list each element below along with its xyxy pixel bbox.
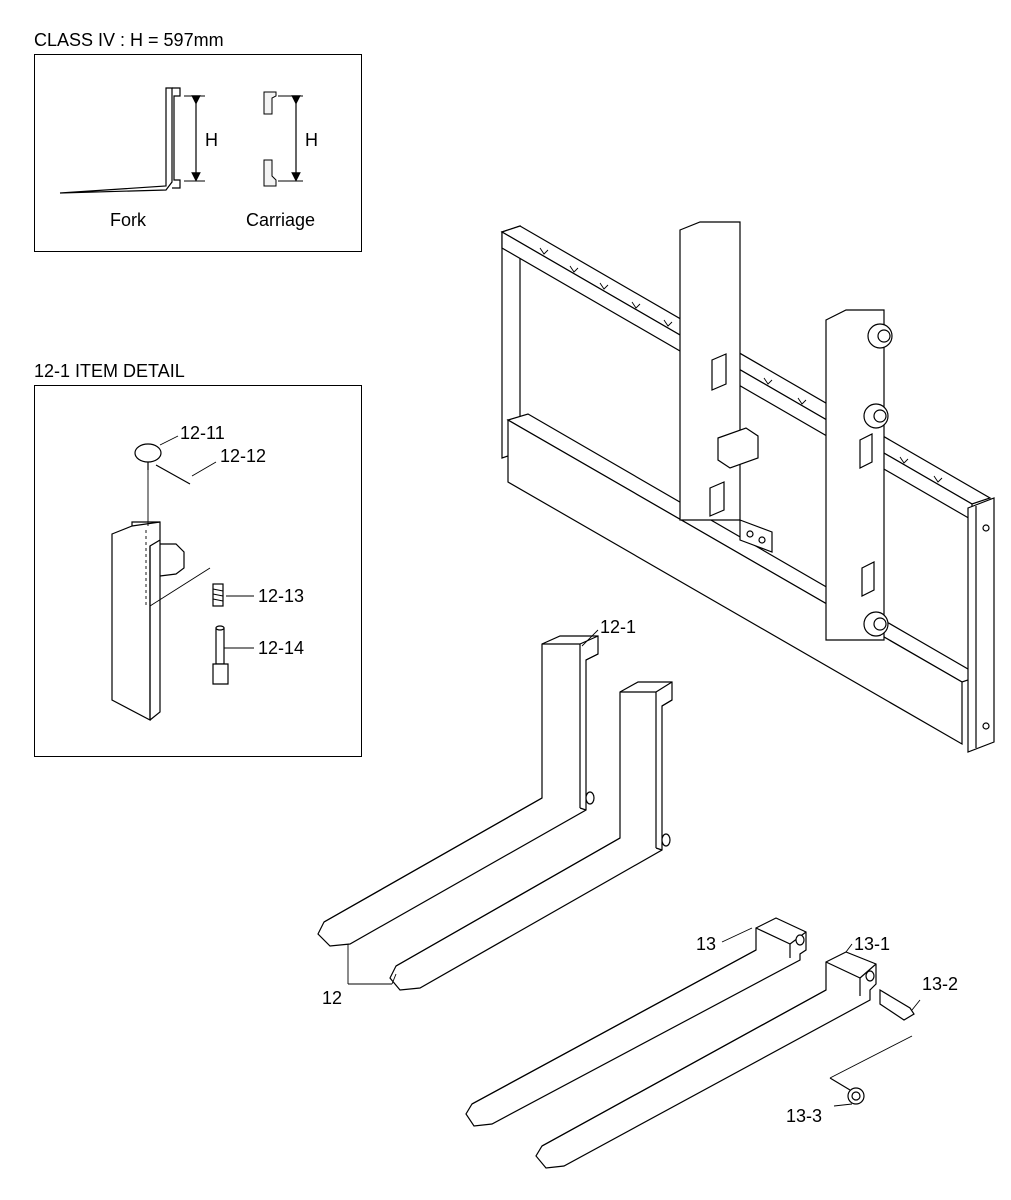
main-leaders xyxy=(347,629,921,1107)
fork-left-13 xyxy=(465,917,807,1127)
detail-panel xyxy=(34,385,362,757)
pin-12-12 xyxy=(155,464,191,485)
callout-13-2: 13-2 xyxy=(922,974,958,994)
fork-h-symbol: H xyxy=(205,130,218,150)
carriage-h-symbol: H xyxy=(305,130,318,150)
fork-right-12 xyxy=(389,681,673,991)
carriage-profile xyxy=(263,91,303,187)
stopper-knob-12-11 xyxy=(134,443,162,470)
fork-label: Fork xyxy=(110,210,147,230)
fork-profile xyxy=(59,87,205,194)
carriage-label: Carriage xyxy=(246,210,315,230)
callout-12-12: 12-12 xyxy=(220,446,266,466)
bolt-13-3 xyxy=(829,1077,865,1105)
fork-carriage xyxy=(500,221,995,753)
fork-right-13 xyxy=(535,951,877,1169)
callout-12-11: 12-11 xyxy=(180,423,225,443)
callout-12-1: 12-1 xyxy=(600,617,636,637)
detail-caption: 12-1 ITEM DETAIL xyxy=(34,361,185,381)
callout-13: 13 xyxy=(696,934,716,954)
callout-13-3: 13-3 xyxy=(786,1106,822,1126)
callout-12: 12 xyxy=(322,988,342,1008)
callout-13-1: 13-1 xyxy=(854,934,890,954)
detail-leaders xyxy=(159,435,254,649)
spring-12-13 xyxy=(212,583,224,607)
pin-13-2 xyxy=(879,988,915,1021)
class-caption: CLASS IV : H = 597mm xyxy=(34,30,224,50)
callout-12-13: 12-13 xyxy=(258,586,304,606)
fork-upper-detail xyxy=(111,470,211,721)
callout-12-14: 12-14 xyxy=(258,638,304,658)
plunger-12-14 xyxy=(212,625,229,685)
